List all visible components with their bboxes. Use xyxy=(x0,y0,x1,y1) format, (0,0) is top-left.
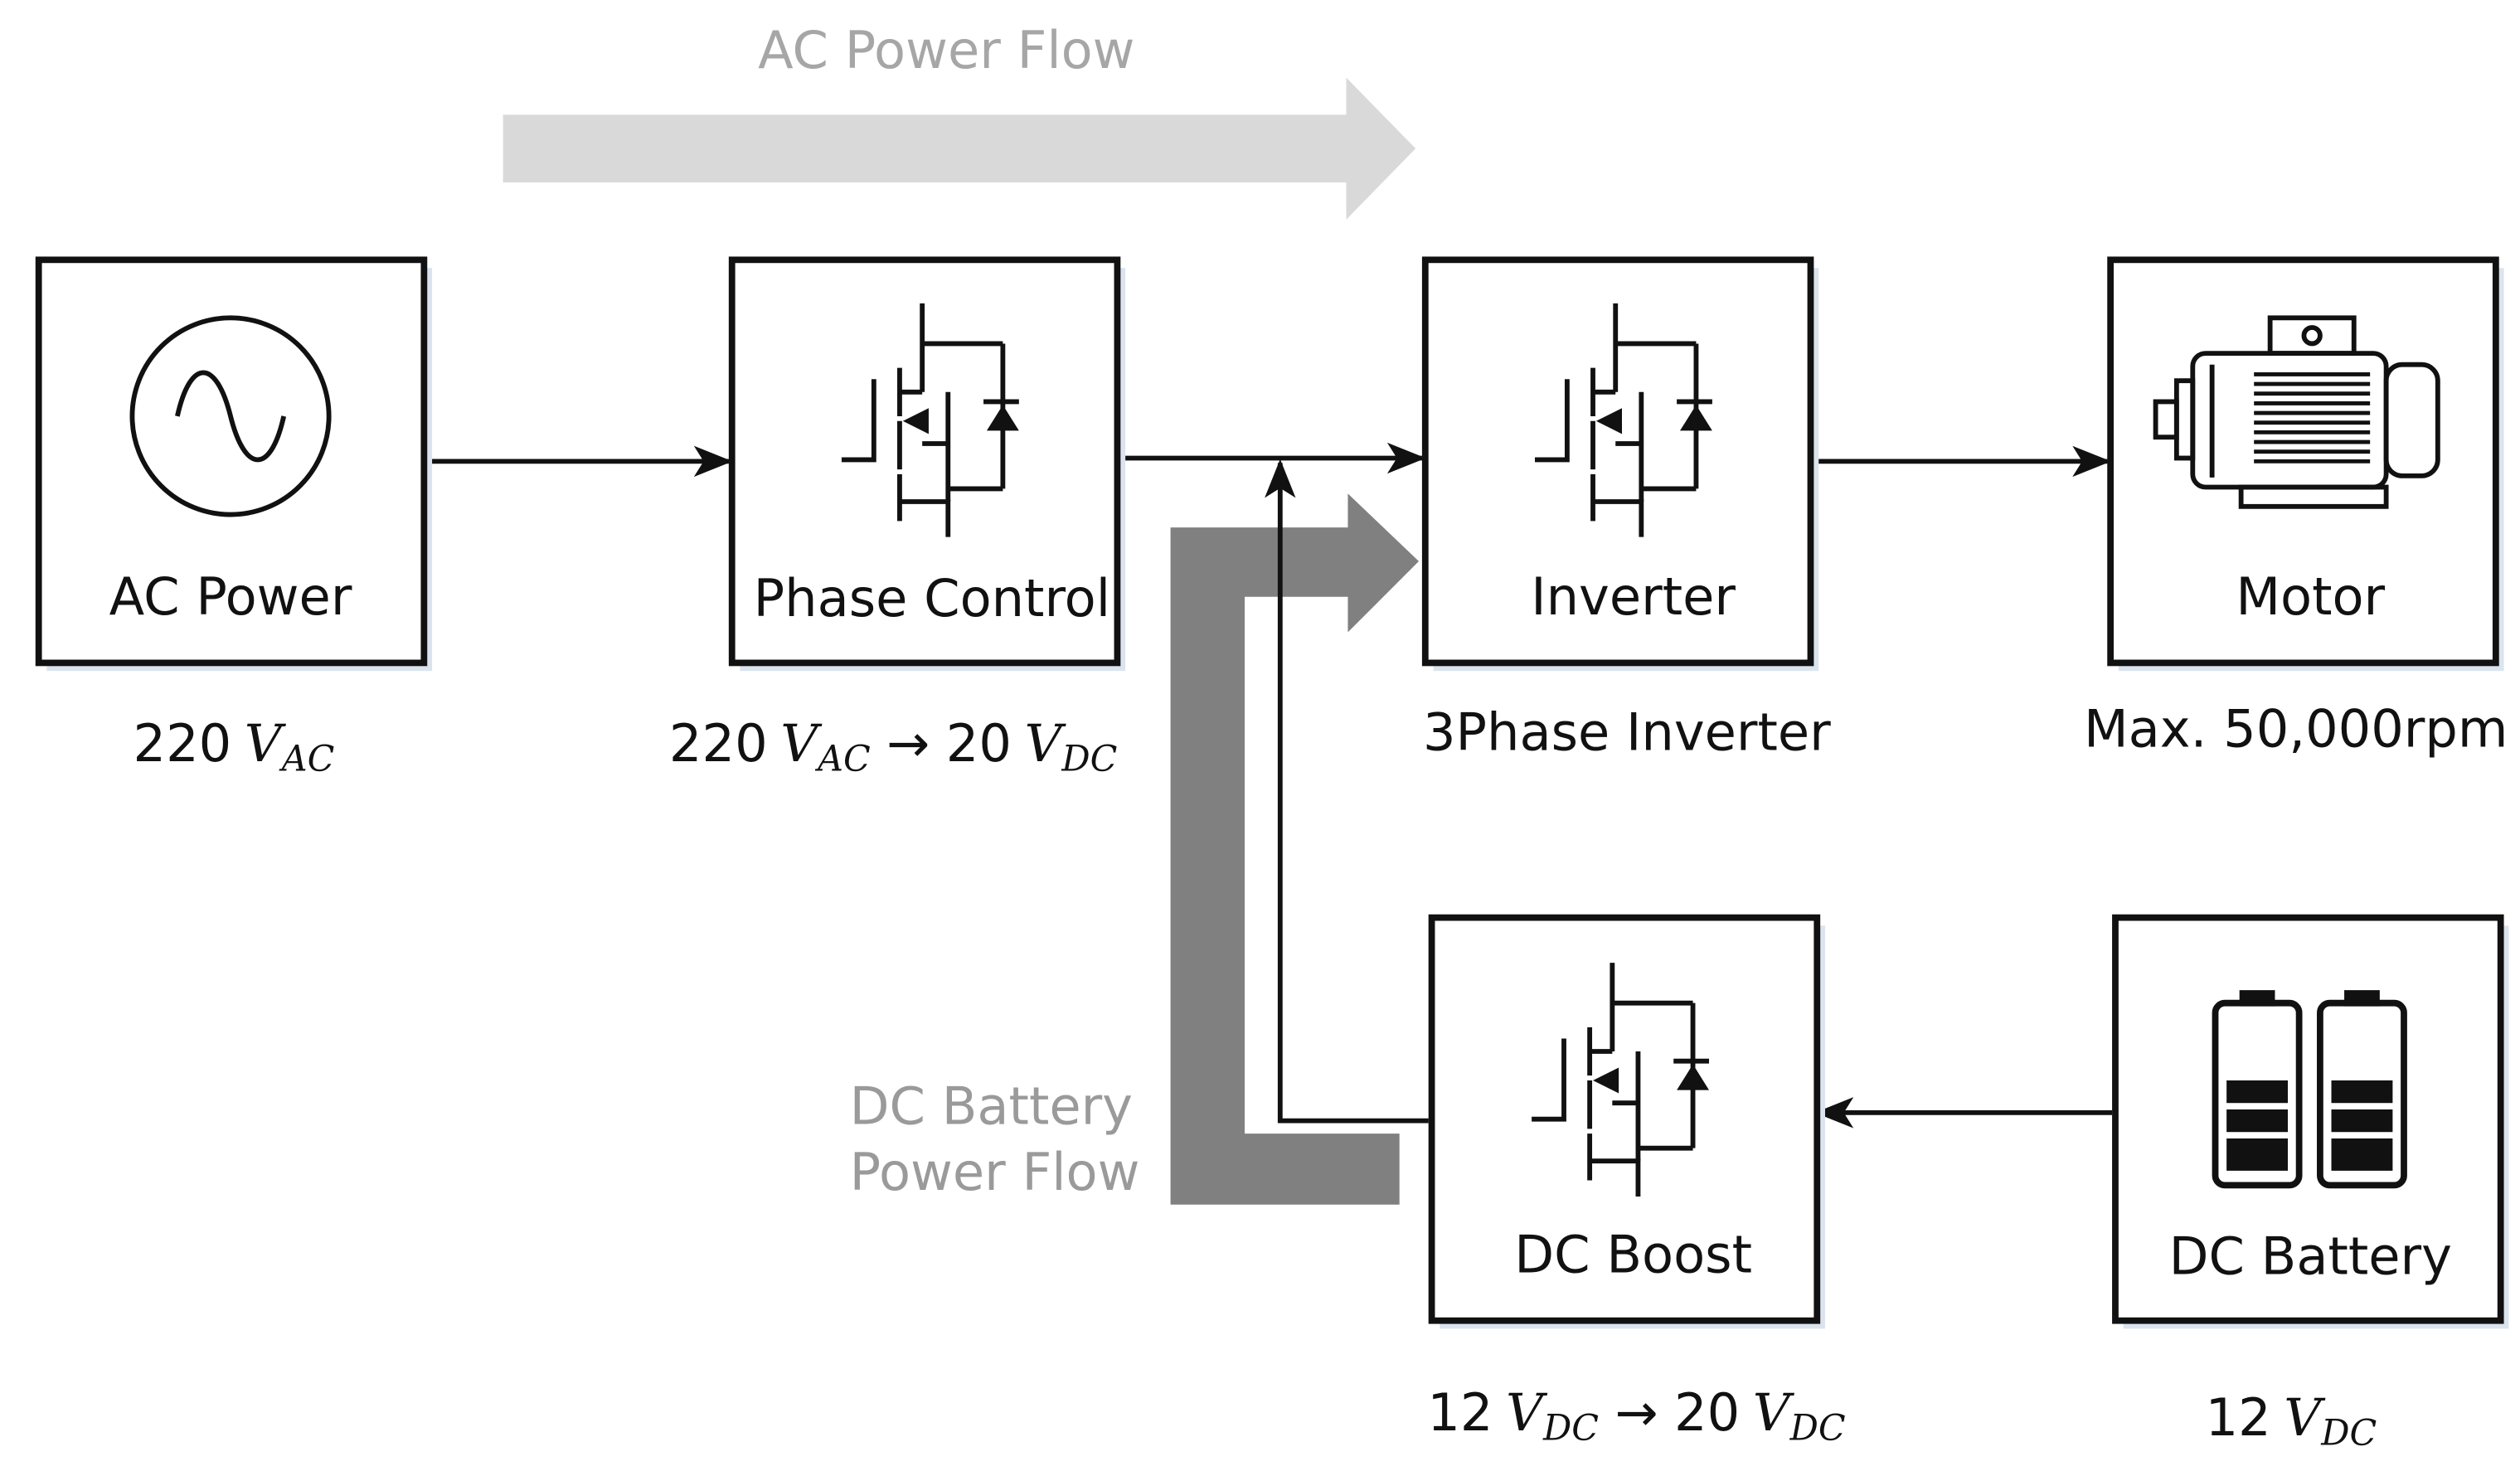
inverter-label: Inverter xyxy=(1531,566,1736,627)
inverter-spec: 3Phase Inverter xyxy=(1423,701,1831,762)
block-ac-power: AC Power xyxy=(35,256,433,672)
block-inverter: Inverter xyxy=(1421,256,1819,672)
dc-battery-label: DC Battery xyxy=(2169,1226,2452,1286)
ac-power-flow-arrow xyxy=(503,77,1416,220)
dc-power-flow-label-line1: DC Battery xyxy=(850,1076,1133,1137)
phase-control-label: Phase Control xyxy=(754,568,1110,629)
battery-icon xyxy=(2212,990,2407,1189)
motor-spec: Max. 50,000rpm xyxy=(2084,699,2508,760)
ac-power-label: AC Power xyxy=(109,566,352,627)
block-dc-boost: DC Boost xyxy=(1428,914,1825,1329)
connector-boost-to-bus xyxy=(1265,459,1429,1124)
ac-power-flow-label: AC Power Flow xyxy=(758,20,1135,80)
block-phase-control: Phase Control xyxy=(728,256,1126,672)
dc-power-flow-arrow xyxy=(1170,493,1420,1205)
block-dc-battery: DC Battery xyxy=(2112,914,2509,1329)
motor-icon xyxy=(2153,315,2440,509)
connections xyxy=(422,442,2113,1129)
motor-label: Motor xyxy=(2236,566,2385,627)
ac-source-icon xyxy=(129,315,332,517)
dc-power-flow-label-line2: Power Flow xyxy=(850,1142,1140,1202)
dc-boost-label: DC Boost xyxy=(1514,1224,1752,1284)
block-motor: Motor xyxy=(2107,256,2504,672)
